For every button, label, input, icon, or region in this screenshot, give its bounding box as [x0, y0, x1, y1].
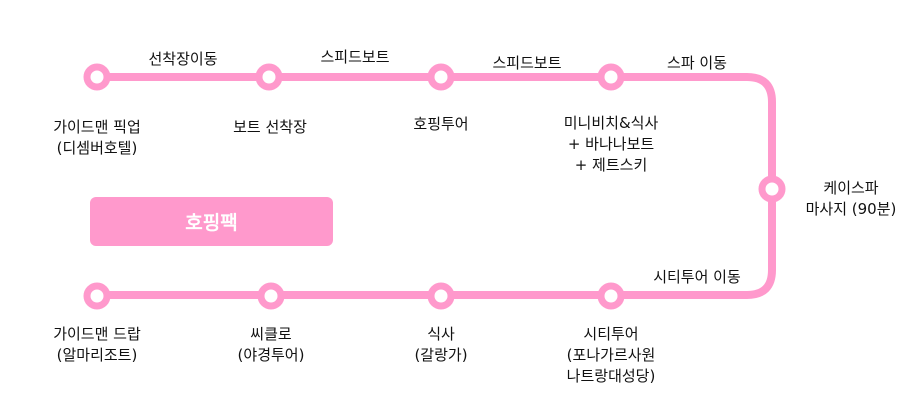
stop-node-5 — [758, 175, 786, 203]
stop-label-dropoff: 가이드맨 드랍(알마리조트) — [53, 325, 141, 364]
hopping-pack-badge: 호핑팩 — [90, 197, 333, 246]
stop-node-3 — [427, 63, 455, 91]
stop-node-9 — [83, 282, 111, 310]
stop-node-6 — [597, 282, 625, 310]
stop-node-2 — [255, 63, 283, 91]
stop-node-8 — [257, 282, 285, 310]
stop-label-hopping: 호핑투어 — [413, 115, 469, 133]
stop-node-4 — [597, 63, 625, 91]
stop-label-pickup: 가이드맨 픽업(디셈버호텔) — [53, 118, 141, 157]
stop-label-meal: 식사(갈랑가) — [414, 325, 468, 364]
stop-node-7 — [427, 282, 455, 310]
stop-label-pier: 보트 선착장 — [233, 118, 307, 136]
segment-label-1: 선착장이동 — [148, 50, 218, 68]
segment-label-2: 스피드보트 — [320, 48, 390, 66]
segment-label-3: 스피드보트 — [492, 54, 562, 72]
segment-label-4: 스파 이동 — [667, 54, 727, 72]
stop-label-cyclo: 씨클로(야경투어) — [237, 325, 305, 364]
stop-node-1 — [83, 63, 111, 91]
segment-label-5: 시티투어 이동 — [653, 268, 741, 286]
stop-label-minibeach: 미니비치&식사+ 바나나보트+ 제트스키 — [563, 114, 659, 174]
